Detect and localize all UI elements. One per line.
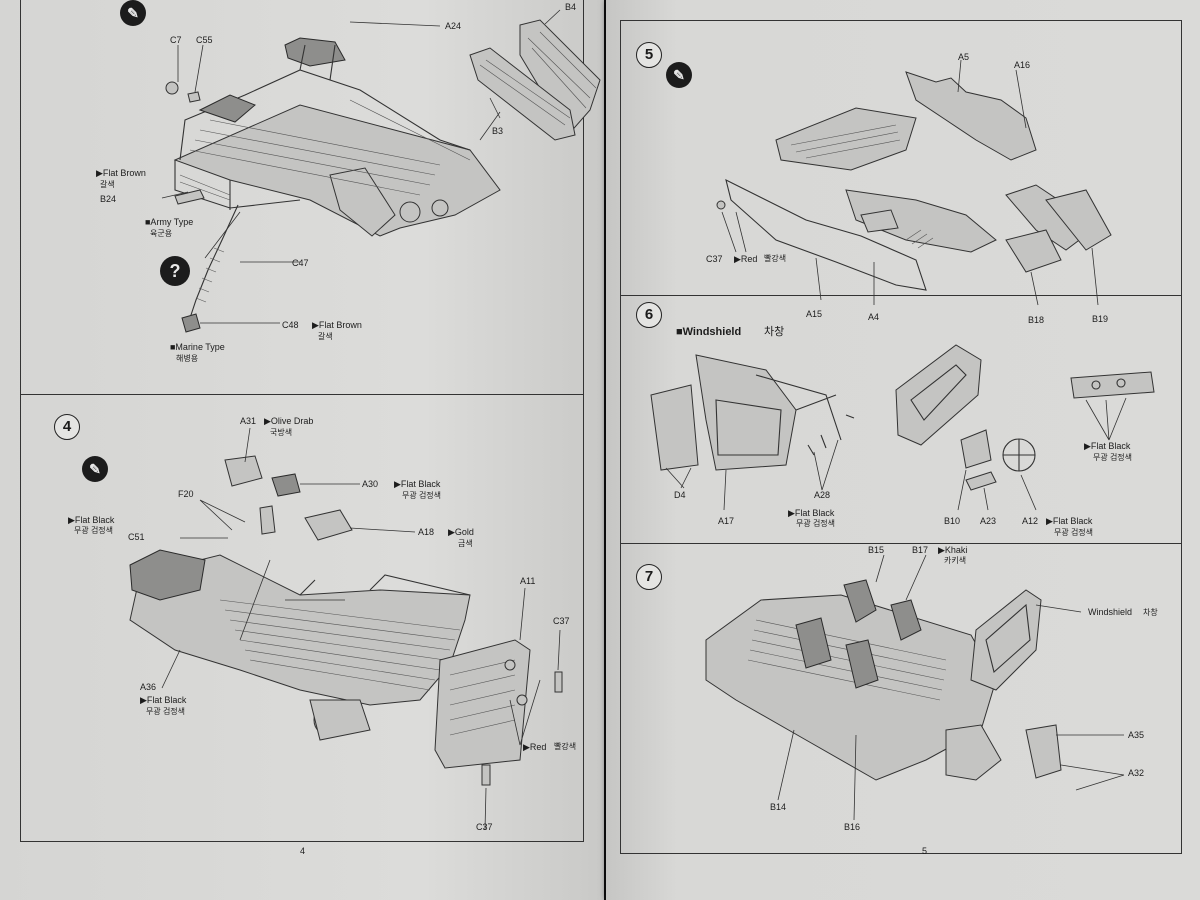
paint-callout-kr: 무광 검정색 xyxy=(402,491,442,500)
step7-assembly-drawing xyxy=(705,554,1125,821)
page-number: 4 xyxy=(300,846,306,856)
step-divider xyxy=(620,295,1182,296)
step-number: 6 xyxy=(636,302,662,328)
part-label: A30 xyxy=(362,479,379,489)
step3-chassis-drawing xyxy=(161,9,561,259)
spring-c47 xyxy=(181,204,300,333)
paint-callout-kr: 무광 검정색 xyxy=(1054,528,1094,537)
part-label: A17 xyxy=(718,516,735,526)
part-label: A16 xyxy=(1014,60,1031,70)
paint-icon: ✎ xyxy=(82,456,108,482)
paint-callout: ▶Flat Black xyxy=(140,695,187,705)
variant-label: ■Marine Type xyxy=(170,342,225,352)
step-divider xyxy=(620,543,1182,544)
paint-callout-kr: 무광 검정색 xyxy=(1093,453,1133,462)
part-label: F20 xyxy=(178,489,194,499)
paint-callout: ▶Flat Brown xyxy=(312,320,362,330)
small-parts-c7-c55 xyxy=(165,81,205,205)
part-label: C7 xyxy=(170,35,182,45)
step5-chassis-drawing xyxy=(716,59,1112,306)
left-page-artwork xyxy=(129,9,601,831)
paint-callout-kr: 무광 검정색 xyxy=(796,519,836,528)
part-label: B19 xyxy=(1092,314,1109,324)
paint-icon: ✎ xyxy=(666,62,692,88)
fender-parts xyxy=(469,19,601,141)
part-label: A12 xyxy=(1022,516,1039,526)
paint-callout-kr: 무광 검정색 xyxy=(74,526,114,535)
part-label: C37 xyxy=(706,254,723,264)
part-label: A11 xyxy=(520,576,536,586)
paint-callout-kr: 카키색 xyxy=(944,556,967,565)
step-number: 7 xyxy=(636,564,662,590)
section-title: ■Windshield xyxy=(676,326,742,338)
part-label: C51 xyxy=(128,532,145,542)
part-label: A4 xyxy=(868,312,880,322)
part-label: A15 xyxy=(806,309,823,319)
paint-callout: ▶Gold xyxy=(448,527,474,537)
paint-callout: ▶Red xyxy=(523,742,547,752)
paint-callout: ▶Flat Black xyxy=(1084,441,1131,451)
step-number: 5 xyxy=(636,42,662,68)
paint-callout-kr: 국방색 xyxy=(270,428,293,437)
paint-callout: ▶Flat Black xyxy=(68,515,115,525)
paint-callout-kr: 빨강색 xyxy=(554,742,577,751)
right-page: 5 ✎ A5 A16 C37 ▶Red 빨강색 A15 A4 B18 B19 6… xyxy=(606,0,1200,900)
variant-label: ■Army Type xyxy=(145,217,194,227)
part-label: B15 xyxy=(868,545,885,555)
part-label: Windshield xyxy=(1088,607,1133,617)
paint-callout-kr: 갈색 xyxy=(100,180,115,189)
paint-callout: ▶Flat Brown xyxy=(96,168,146,178)
part-label: B14 xyxy=(770,802,787,812)
left-page-frame xyxy=(20,0,584,842)
part-label: C37 xyxy=(476,822,493,832)
part-label: B17 xyxy=(912,545,929,555)
part-label: A23 xyxy=(980,516,997,526)
variant-label-kr: 육군용 xyxy=(150,229,173,238)
step6-windshield-drawing xyxy=(650,344,1155,511)
paint-callout-kr: 무광 검정색 xyxy=(146,707,186,716)
paint-callout: ▶Flat Black xyxy=(1046,516,1093,526)
part-label: A5 xyxy=(958,52,970,62)
paint-callout: ▶Flat Black xyxy=(788,508,835,518)
left-page: ✎ C7 C55 A24 B4 B3 ▶Flat Brown 갈색 B24 ■A… xyxy=(0,0,604,900)
part-label: B4 xyxy=(565,2,577,12)
paint-callout: ▶Olive Drab xyxy=(264,416,314,426)
step-number: 4 xyxy=(54,414,80,440)
part-label: A28 xyxy=(814,490,831,500)
part-label-kr: 차창 xyxy=(1143,608,1158,617)
question-icon: ? xyxy=(160,256,190,286)
part-label: B16 xyxy=(844,822,861,832)
step4-chassis-drawing xyxy=(129,427,563,831)
paint-callout-kr: 빨강색 xyxy=(764,254,787,263)
part-label: B24 xyxy=(100,194,117,204)
part-label: B18 xyxy=(1028,315,1045,325)
step-divider xyxy=(20,394,584,395)
part-label: A35 xyxy=(1128,730,1145,740)
paint-callout: ▶Khaki xyxy=(938,545,968,555)
paint-icon: ✎ xyxy=(120,0,146,26)
right-page-frame xyxy=(620,20,1182,854)
section-title-kr: 차창 xyxy=(764,326,785,338)
paint-callout-kr: 금색 xyxy=(458,539,473,548)
paint-callout: ▶Flat Black xyxy=(394,479,441,489)
part-label: D4 xyxy=(674,490,686,500)
part-label: A32 xyxy=(1128,768,1145,778)
variant-label-kr: 해병용 xyxy=(176,354,199,363)
part-label: A18 xyxy=(418,527,435,537)
paint-callout: ▶Red xyxy=(734,254,758,264)
part-label: C55 xyxy=(196,35,213,45)
part-label: A31 xyxy=(240,416,257,426)
part-label: C47 xyxy=(292,258,309,268)
part-label: A36 xyxy=(140,682,157,692)
part-label: A24 xyxy=(445,21,462,31)
part-label: B3 xyxy=(492,126,504,136)
paint-callout-kr: 갈색 xyxy=(318,332,333,341)
right-page-artwork xyxy=(650,59,1155,821)
page-number: 5 xyxy=(922,846,928,856)
part-label: B10 xyxy=(944,516,961,526)
part-label: C48 xyxy=(282,320,299,330)
part-label: C37 xyxy=(553,616,570,626)
